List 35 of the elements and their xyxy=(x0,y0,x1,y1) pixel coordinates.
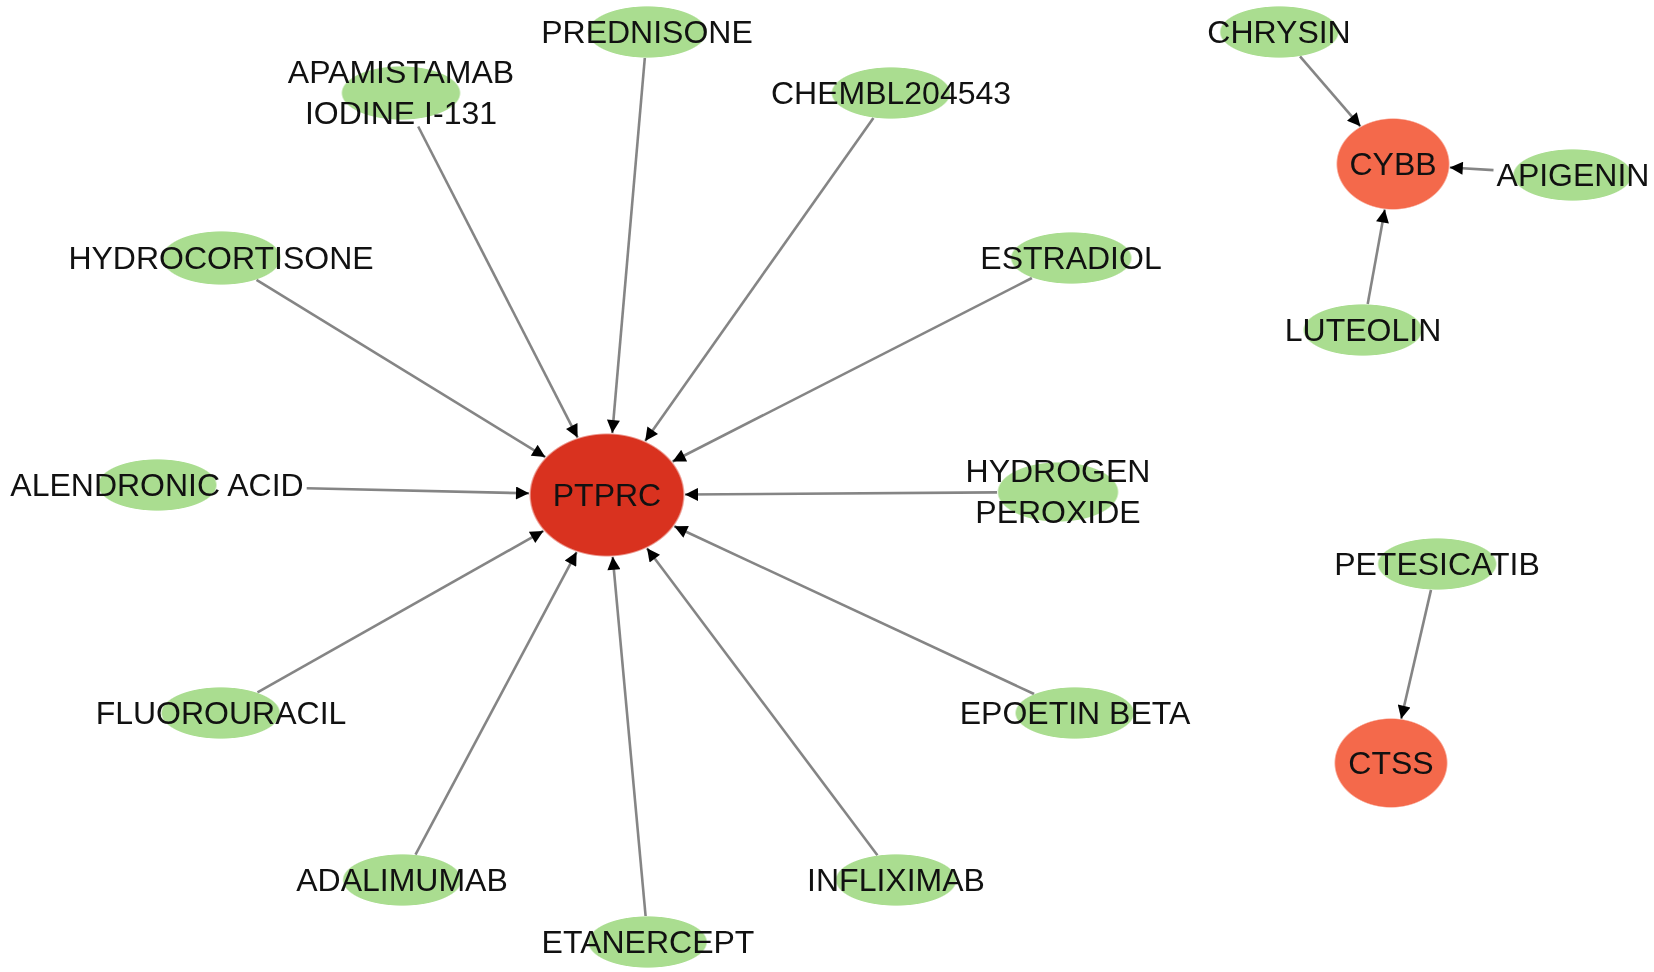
node-label: PETESICATIB xyxy=(1334,551,1540,577)
node-label: CHEMBL204543 xyxy=(770,80,1012,106)
arrow xyxy=(1299,55,1362,128)
arrow xyxy=(1449,161,1494,175)
node-label: INFLIXIMAB xyxy=(807,867,985,893)
arrow xyxy=(306,486,530,500)
arrow xyxy=(645,547,879,856)
node-label: HYDROCORTISONE xyxy=(68,245,374,271)
node-label: LUTEOLIN xyxy=(1284,317,1442,343)
arrow xyxy=(1397,589,1433,719)
node-label: EPOETIN BETA xyxy=(959,700,1191,726)
node-label: APAMISTAMAB IODINE I-131 xyxy=(287,53,515,133)
arrow xyxy=(255,278,546,459)
node-label: ALENDRONIC ACID xyxy=(10,472,304,498)
arrow xyxy=(672,276,1033,463)
node-label: APIGENIN xyxy=(1496,162,1650,188)
node-label: ETANERCEPT xyxy=(541,929,755,955)
node-label: CTSS xyxy=(1348,750,1434,776)
node-label: PTPRC xyxy=(552,482,662,508)
node-label: ESTRADIOL xyxy=(980,245,1162,271)
node-label: CHRYSIN xyxy=(1207,19,1351,45)
node-label: FLUOROURACIL xyxy=(95,700,347,726)
arrow xyxy=(673,525,1035,696)
arrow xyxy=(606,57,647,434)
node-label: CYBB xyxy=(1349,151,1437,177)
arrow xyxy=(685,487,997,501)
arrow xyxy=(607,556,647,917)
node-label: HYDROGEN PEROXIDE xyxy=(965,452,1151,532)
arrow xyxy=(1366,209,1389,305)
arrow xyxy=(417,125,579,439)
arrow xyxy=(256,529,545,694)
node-label: PREDNISONE xyxy=(541,19,753,45)
node-label: ADALIMUMAB xyxy=(296,867,508,893)
arrow xyxy=(644,117,875,442)
arrow xyxy=(414,551,578,856)
